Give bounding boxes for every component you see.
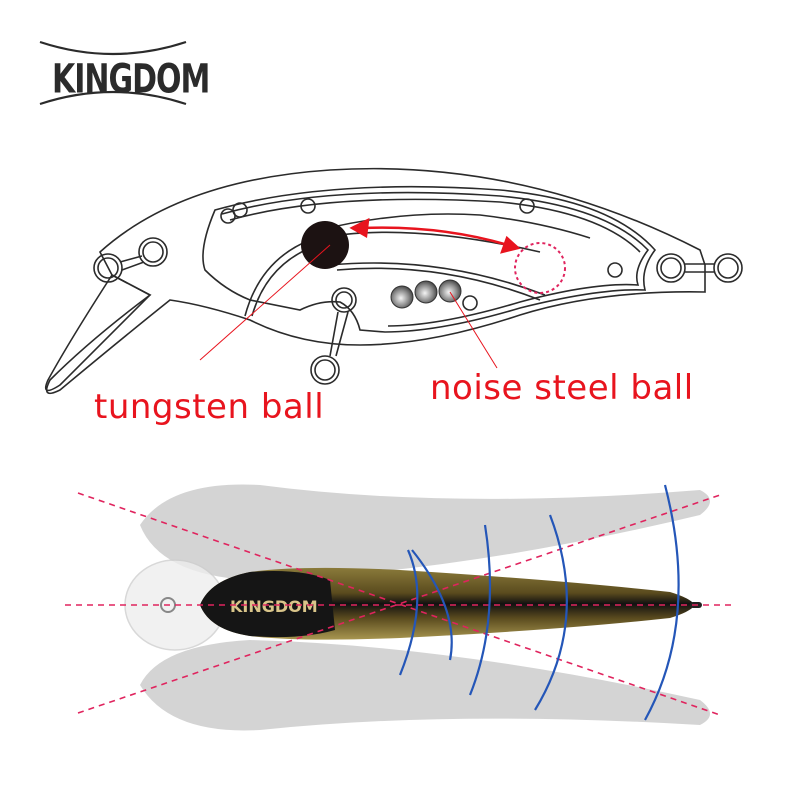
motion-arrow-icon xyxy=(349,217,521,254)
logo-text: KINGDOM xyxy=(52,56,210,104)
tungsten-leader-line xyxy=(199,244,331,361)
tungsten-ball xyxy=(301,221,349,269)
lure-body-outline xyxy=(45,167,706,395)
logo-swoosh-icon xyxy=(39,40,187,106)
swing-arc xyxy=(468,524,492,696)
noise-steel-ball-label: noise steel ball xyxy=(430,368,694,408)
noise-leader-line xyxy=(449,291,498,369)
target-position-icon xyxy=(514,242,566,294)
lure-swing-photo: KINGDOM xyxy=(65,484,735,731)
noise-steel-ball xyxy=(390,285,414,309)
lure-structure-diagram xyxy=(44,167,743,395)
swing-arc xyxy=(644,484,680,721)
brand-logo xyxy=(38,38,188,108)
lure-brand-text: KINGDOM xyxy=(230,597,318,616)
noise-steel-ball xyxy=(414,280,438,304)
lure-head xyxy=(200,571,335,638)
diving-lip xyxy=(44,274,152,392)
swing-arcs xyxy=(398,484,680,721)
ghost-lure-lower xyxy=(140,640,710,731)
swing-arc xyxy=(398,549,419,676)
swing-arc xyxy=(411,549,453,661)
tungsten-ball-label: tungsten ball xyxy=(94,387,325,427)
swing-axis-lines xyxy=(65,492,735,716)
noise-steel-ball xyxy=(438,279,462,303)
swing-arc xyxy=(534,514,568,711)
ghost-lure-upper xyxy=(140,484,710,580)
